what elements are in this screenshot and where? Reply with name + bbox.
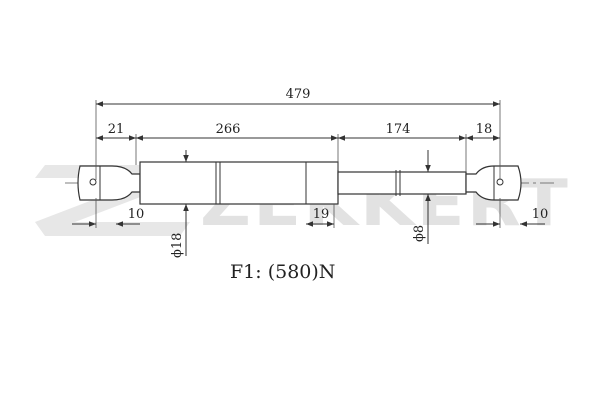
dim-left-end-label: 21	[108, 122, 125, 137]
cylinder-body	[139, 161, 339, 205]
left-eye-hole	[89, 178, 97, 186]
dimension-diameter-cylinder: ϕ18	[170, 150, 189, 258]
dim-left-eye-label: 10	[128, 207, 145, 222]
dim-cylinder-diameter-label: ϕ18	[170, 233, 185, 258]
dim-right-eye-label: 10	[532, 207, 549, 222]
dim-cylinder-label: 266	[216, 122, 241, 137]
dim-cylinder-tip-label: 19	[313, 207, 330, 222]
dimension-row-upper: 21 266 174 18	[96, 122, 500, 141]
dim-rod-diameter-label: ϕ8	[412, 225, 427, 242]
piston-rod	[337, 170, 467, 196]
dim-right-end-label: 18	[476, 122, 493, 137]
dim-total-length-label: 479	[286, 87, 311, 102]
left-end-fitting	[77, 165, 141, 201]
dimension-total-length: 479	[96, 87, 500, 107]
force-rating-label: F1: (580)N	[230, 261, 335, 283]
dim-rod-label: 174	[386, 122, 411, 137]
dimension-row-lower: 10 19 10	[72, 207, 549, 227]
dimension-diameter-rod: ϕ8	[412, 150, 431, 244]
